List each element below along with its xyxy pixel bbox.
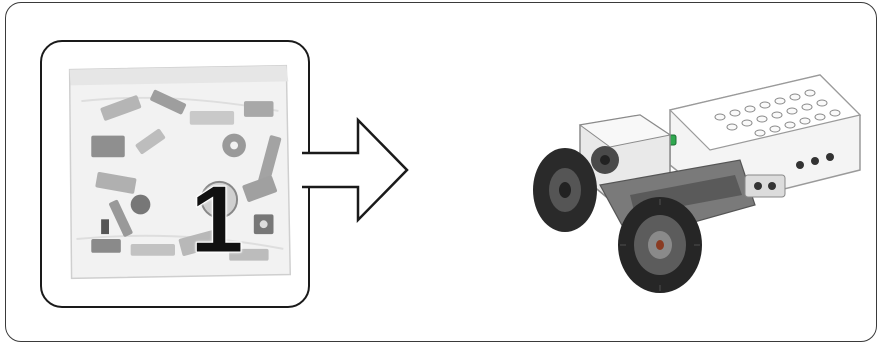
arrow-right-icon — [302, 116, 409, 224]
bag-number: 1 — [190, 166, 244, 273]
parts-bag-panel: 1 — [40, 40, 310, 308]
robot-base-model-icon — [533, 74, 862, 293]
parts-bag-icon — [68, 64, 292, 280]
